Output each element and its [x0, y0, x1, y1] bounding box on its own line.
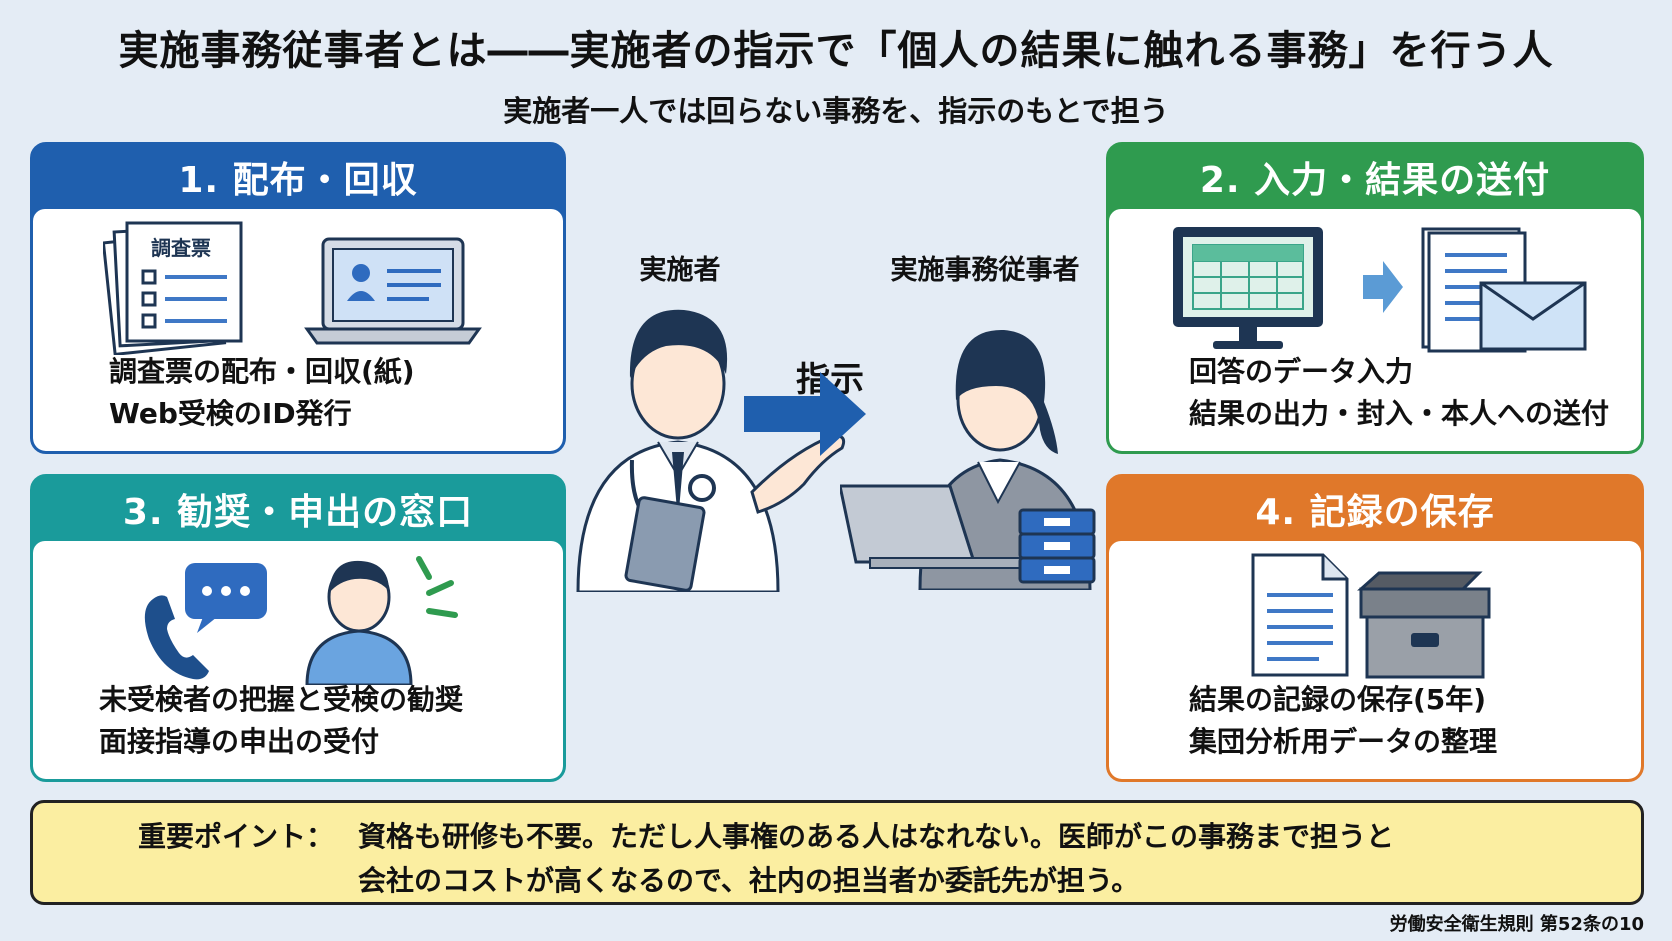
page-title: 実施事務従事者とは――実施者の指示で「個人の結果に触れる事務」を行う人 — [118, 28, 1554, 74]
card-line: Web受検のID発行 — [109, 397, 352, 430]
card-input-sending: 2. 入力・結果の送付 — [1106, 142, 1644, 454]
spreadsheet-monitor-icon — [1173, 227, 1323, 349]
card-body: 未受検者の把握と受検の勧奨 面接指導の申出の受付 — [33, 541, 563, 779]
card-encouragement-window: 3. 勧奨・申出の窓口 未受検者の把握と受検の勧奨 面接指導の申出の受付 — [30, 474, 566, 782]
doctor-label: 実施者 — [639, 255, 721, 286]
card-heading: 2. 入力・結果の送付 — [1109, 145, 1641, 209]
card-line: 集団分析用データの整理 — [1189, 725, 1498, 758]
card-heading: 4. 記録の保存 — [1109, 477, 1641, 541]
card-line: 結果の記録の保存(5年) — [1189, 683, 1487, 716]
card-line: 結果の出力・封入・本人への送付 — [1189, 397, 1610, 430]
questionnaire-label: 調査票 — [151, 236, 211, 260]
key-point-text: 資格も研修も不要。ただし人事権のある人はなれない。医師がこの事務まで担うと — [358, 820, 1395, 853]
key-point-box: 重要ポイント： 資格も研修も不要。ただし人事権のある人はなれない。医師がこの事務… — [30, 800, 1644, 905]
key-point-text: 会社のコストが高くなるので、社内の担当者か委託先が担う。 — [358, 864, 1140, 897]
instruction-arrow-icon — [744, 372, 866, 456]
legal-reference: 労働安全衛生規則 第52条の10 — [1389, 914, 1644, 935]
card-line: 調査票の配布・回収(紙) — [109, 355, 415, 388]
person-alert-icon — [305, 556, 458, 685]
questionnaire-icon: 調査票 — [103, 221, 243, 355]
card-heading: 3. 勧奨・申出の窓口 — [33, 477, 563, 541]
document-box-icon — [1251, 553, 1491, 679]
card-body: 結果の記録の保存(5年) 集団分析用データの整理 — [1109, 541, 1641, 779]
card-heading: 1. 配布・回収 — [33, 145, 563, 209]
staff-label: 実施事務従事者 — [890, 255, 1080, 286]
page-subtitle: 実施者一人では回らない事務を、指示のもとで担う — [503, 94, 1169, 128]
key-point-label: 重要ポイント： — [138, 820, 335, 853]
laptop-id-icon — [304, 237, 482, 345]
card-record-storage: 4. 記録の保存 結果の記録の保存(5年) 集団分析用データの整理 — [1106, 474, 1644, 782]
document-envelope-icon — [1421, 227, 1587, 353]
card-body: 回答のデータ入力 結果の出力・封入・本人への送付 — [1109, 209, 1641, 451]
card-distribution-collection: 1. 配布・回収 調査票 — [30, 142, 566, 454]
phone-chat-icon — [144, 563, 267, 680]
arrow-right-icon — [1363, 261, 1403, 313]
card-line: 未受検者の把握と受検の勧奨 — [99, 683, 464, 716]
card-line: 回答のデータ入力 — [1189, 355, 1414, 388]
card-body: 調査票 調査票の配布・回収(紙) We — [33, 209, 563, 451]
staff-worker-icon — [840, 329, 1096, 590]
card-line: 面接指導の申出の受付 — [99, 725, 380, 758]
